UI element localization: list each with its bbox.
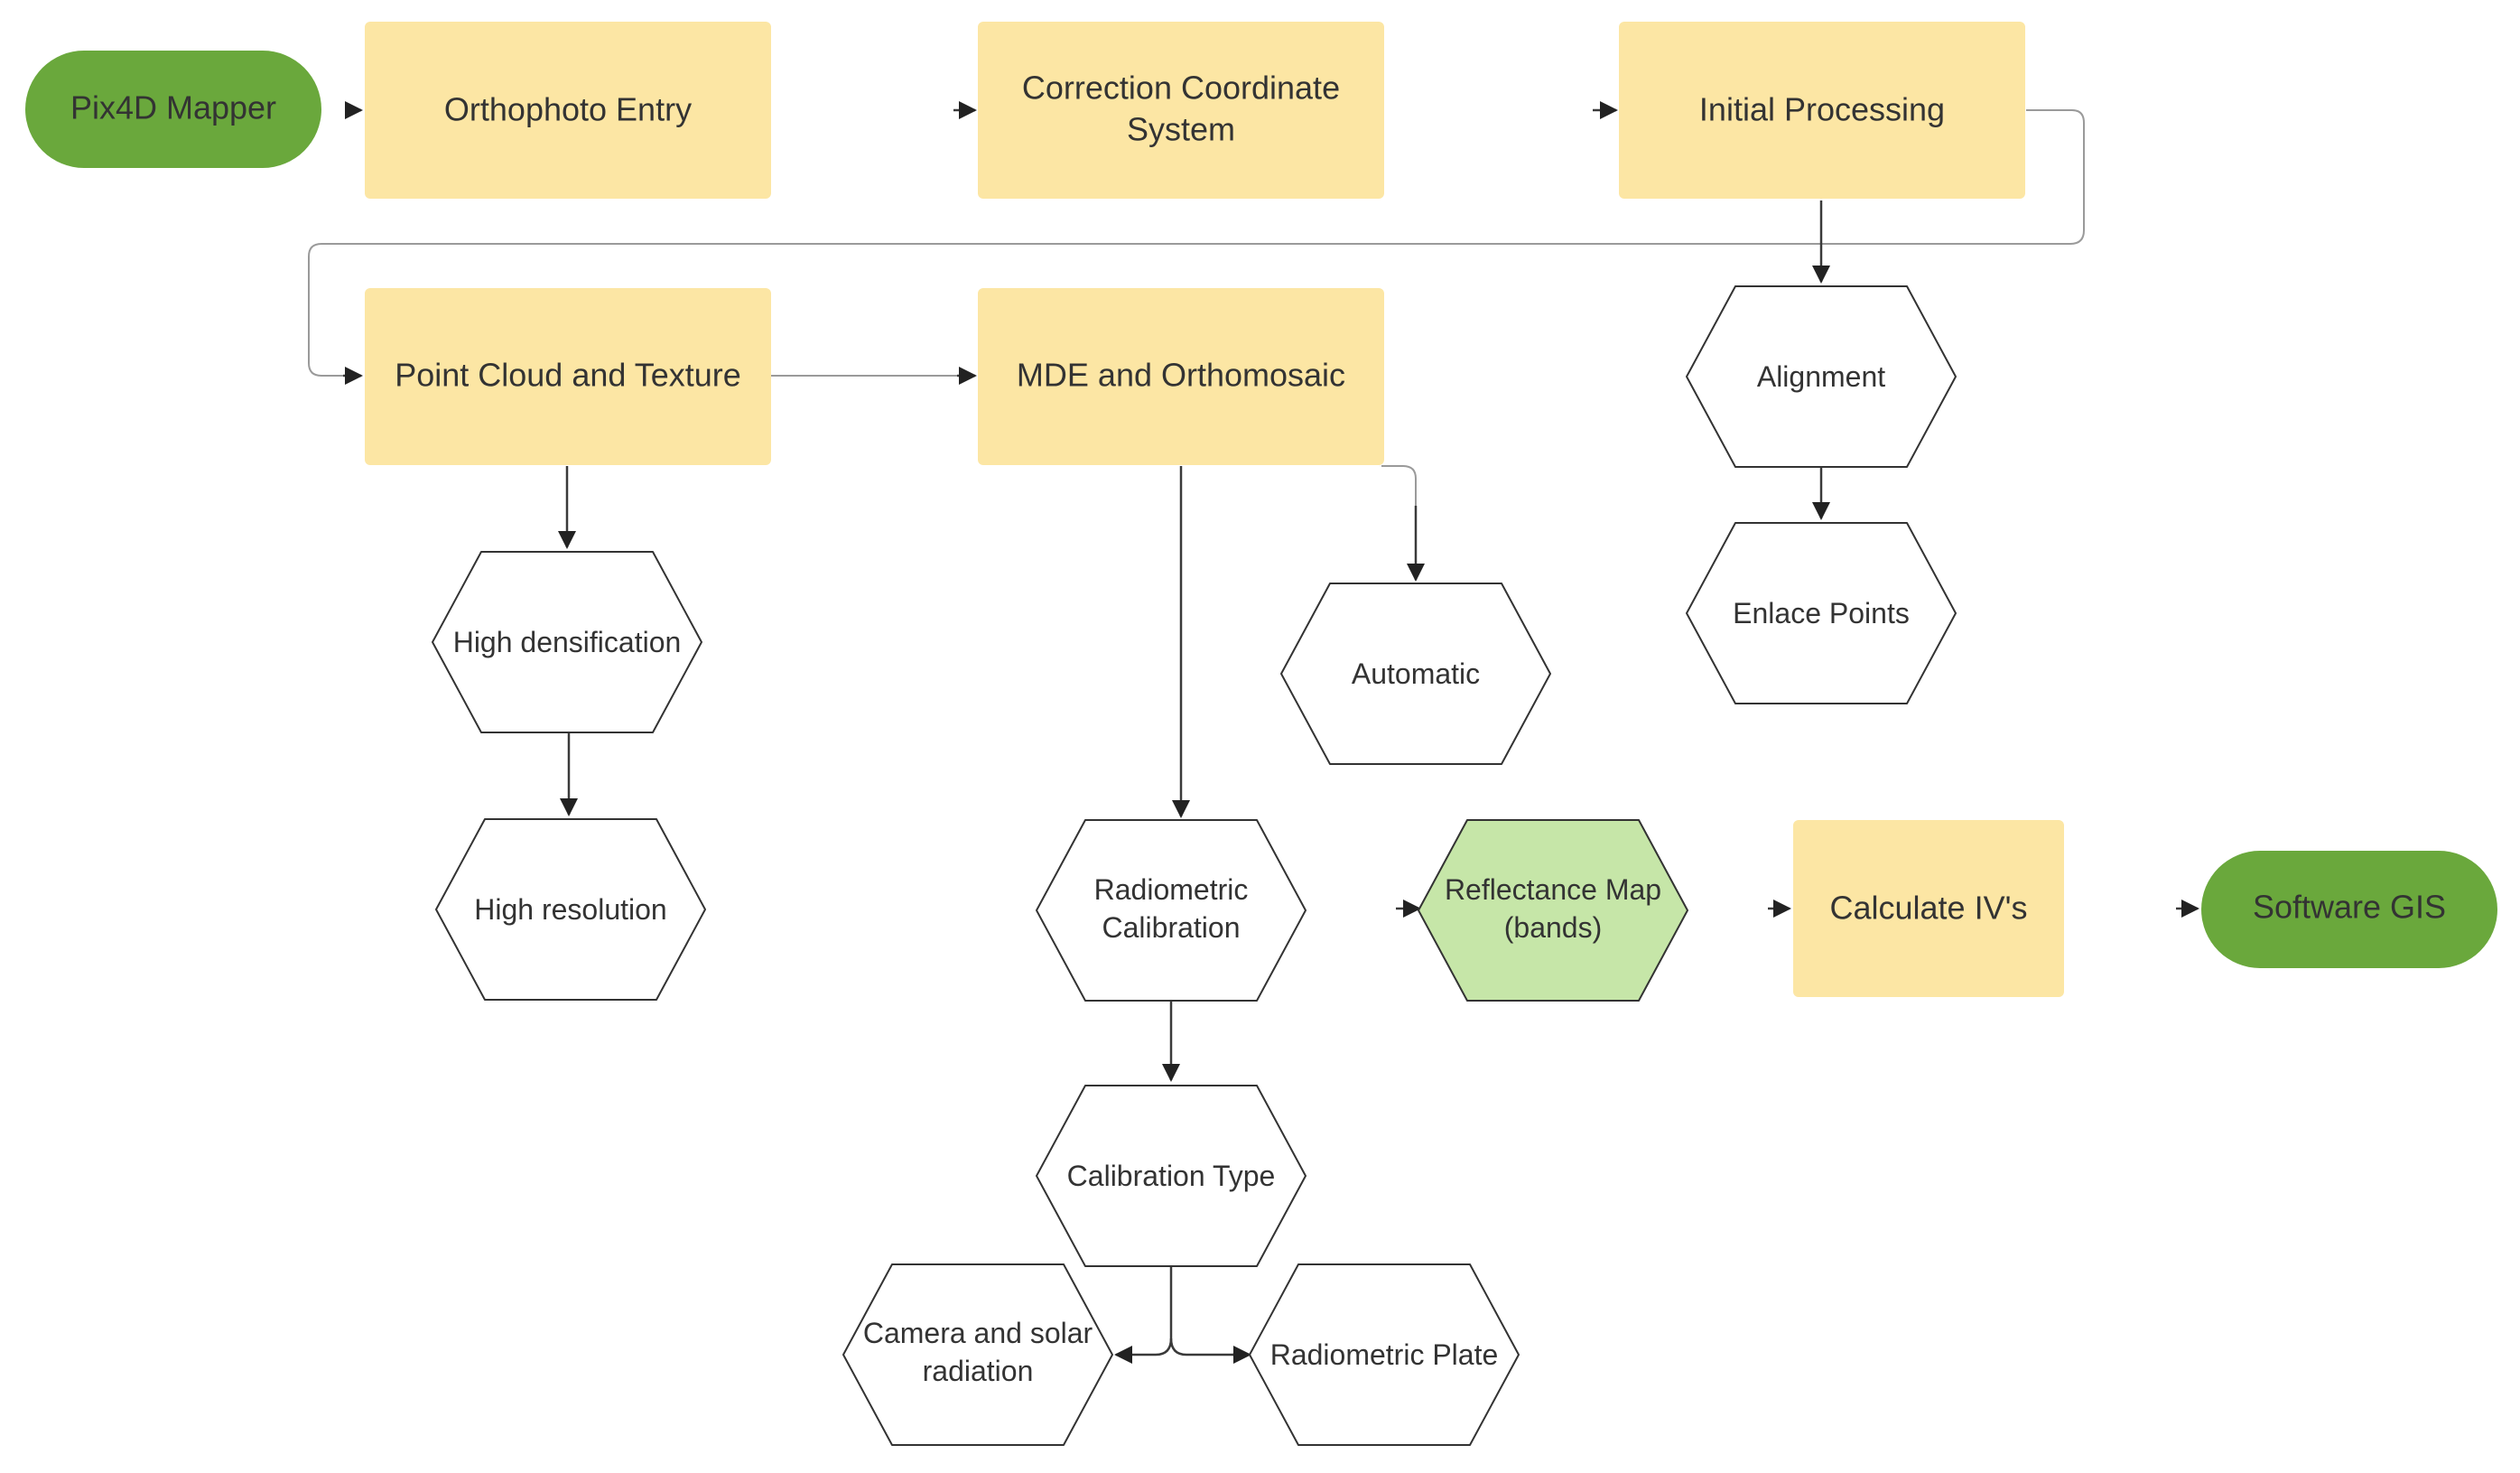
node-label: Point Cloud and Texture (395, 357, 741, 394)
node-enlace-points: Enlace Points (1686, 522, 1957, 704)
hexagon-shape (842, 1263, 1113, 1446)
node-label-line-2: System (1127, 111, 1235, 148)
node-label: Initial Processing (1699, 91, 1945, 128)
node-label-line-2: radiation (923, 1355, 1034, 1387)
hexagon-shape (1418, 819, 1688, 1002)
process-box (978, 288, 1384, 465)
node-label-line-1: Camera and solar (863, 1317, 1093, 1349)
node-label-line-1: Radiometric (1094, 873, 1249, 906)
terminal-shape (25, 51, 321, 168)
node-calibration-type: Calibration Type (1036, 1085, 1306, 1267)
node-radiometric-plate: Radiometric Plate (1249, 1263, 1520, 1446)
node-software-gis: Software GIS (2201, 851, 2497, 968)
node-pix4d-mapper: Pix4D Mapper (25, 51, 321, 168)
edge-caltype-branch (1124, 1264, 1173, 1356)
node-label-line-2: (bands) (1504, 911, 1603, 944)
node-calculate-ivs: Calculate IV's (1793, 820, 2064, 997)
hexagon-shape (1686, 285, 1957, 468)
node-label: Orthophoto Entry (444, 91, 692, 128)
process-box (365, 22, 771, 199)
process-box (365, 288, 771, 465)
node-label: High resolution (474, 893, 666, 926)
node-high-densification: High densification (432, 551, 702, 733)
terminal-shape (2201, 851, 2497, 968)
node-label: High densification (453, 626, 682, 658)
node-label: MDE and Orthomosaic (1017, 357, 1345, 394)
node-label: Radiometric Plate (1270, 1338, 1499, 1371)
node-label: Calculate IV's (1830, 890, 2028, 927)
node-label: Software GIS (2253, 889, 2446, 926)
node-automatic: Automatic (1280, 583, 1551, 765)
hexagon-shape (1686, 522, 1957, 704)
node-label: Automatic (1352, 657, 1480, 690)
node-point-cloud-and-texture: Point Cloud and Texture (365, 288, 771, 465)
process-box (1619, 22, 2025, 199)
node-reflectance-map: Reflectance Map (bands) (1418, 819, 1688, 1002)
node-camera-and-solar-radiation: Camera and solar radiation (842, 1263, 1113, 1446)
node-label: Calibration Type (1067, 1160, 1276, 1192)
hexagon-shape (432, 551, 702, 733)
node-label-line-1: Correction Coordinate (1022, 70, 1340, 107)
hexagon-shape (1249, 1263, 1520, 1446)
connectors (308, 101, 2199, 1364)
hexagon-shape (435, 818, 706, 1001)
hexagon-shape (1036, 1085, 1306, 1267)
hexagon-shape (1280, 583, 1551, 765)
node-label-line-1: Reflectance Map (1445, 873, 1661, 906)
node-label: Alignment (1757, 360, 1885, 393)
node-initial-processing: Initial Processing (1619, 22, 2025, 199)
node-label: Pix4D Mapper (70, 89, 276, 126)
process-box (1793, 820, 2064, 997)
node-high-resolution: High resolution (435, 818, 706, 1001)
node-correction-coordinate-system: Correction Coordinate System (978, 22, 1384, 199)
edge-mde-to-automatic (1381, 465, 1417, 506)
node-mde-and-orthomosaic: MDE and Orthomosaic (978, 288, 1384, 465)
node-alignment: Alignment (1686, 285, 1957, 468)
edge-initial-to-pointcloud (308, 109, 2085, 377)
node-orthophoto-entry: Orthophoto Entry (365, 22, 771, 199)
node-label: Enlace Points (1733, 597, 1910, 629)
process-box (978, 22, 1384, 199)
edge-caltype-to-plate (1169, 1338, 1237, 1356)
node-radiometric-calibration: Radiometric Calibration (1036, 819, 1306, 1002)
node-label-line-2: Calibration (1102, 911, 1241, 944)
hexagon-shape (1036, 819, 1306, 1002)
